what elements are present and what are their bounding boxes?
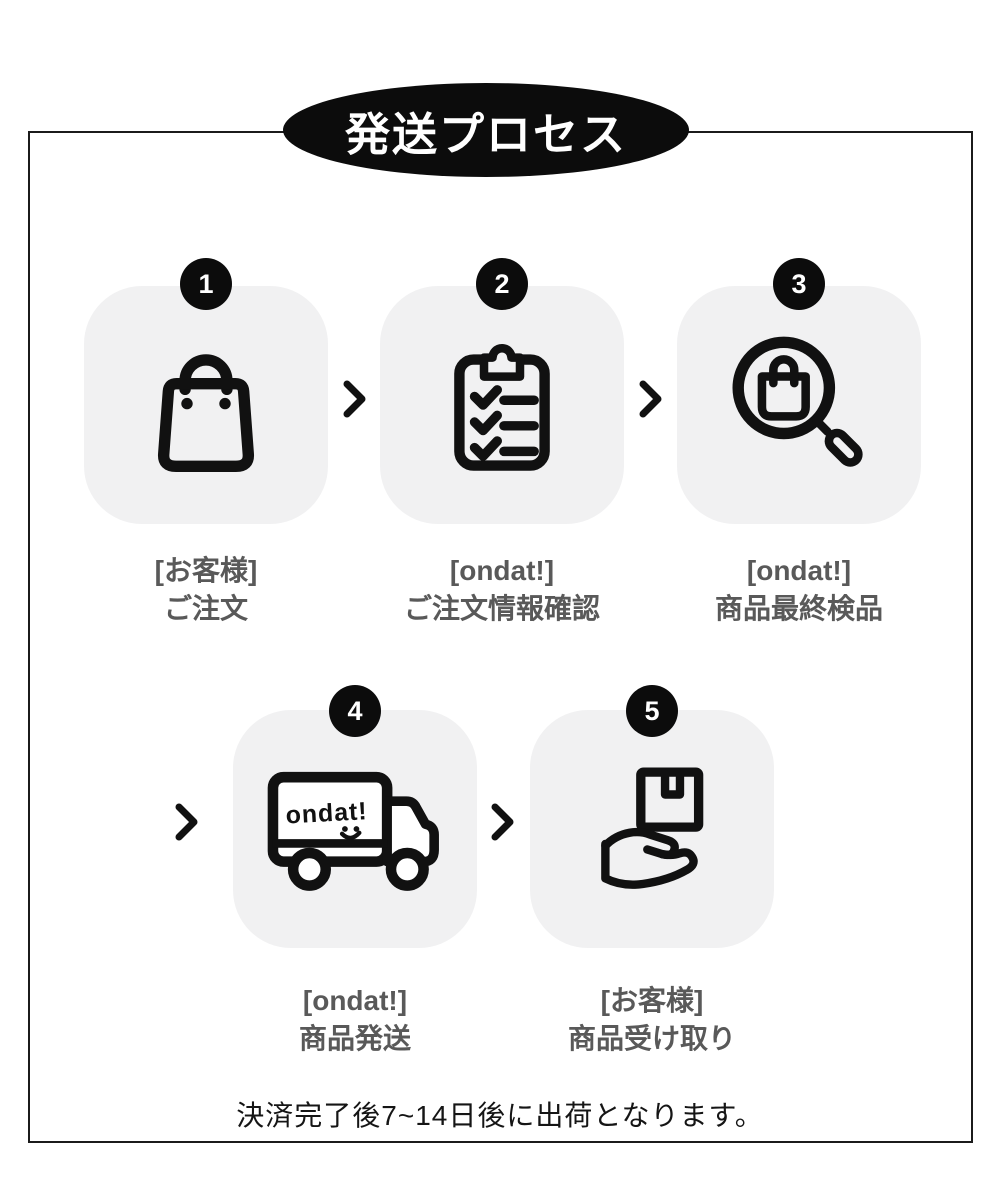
title-banner: 発送プロセス <box>283 83 689 177</box>
step-2-label: [ondat!] ご注文情報確認 <box>404 552 600 628</box>
step-5-label: [お客様] 商品受け取り <box>568 982 736 1058</box>
step-4-tile: ondat! <box>233 710 477 948</box>
step-2-action: ご注文情報確認 <box>403 593 601 624</box>
step-1-actor: [お客様] <box>154 555 258 586</box>
arrow-right-icon <box>639 380 662 418</box>
step-1-label: [お客様] ご注文 <box>155 552 258 628</box>
step-3-actor: [ondat!] <box>746 555 852 586</box>
magnifier-bag-icon <box>732 336 863 467</box>
step-4-action: 商品発送 <box>298 1023 412 1054</box>
page-title: 発送プロセス <box>344 108 627 160</box>
step-1-action: ご注文 <box>163 593 248 624</box>
clipboard-checklist-icon <box>454 343 550 471</box>
step-3-tile <box>677 286 921 524</box>
step-4-label: [ondat!] 商品発送 <box>299 982 411 1058</box>
truck-logo-text: ondat! <box>285 797 368 829</box>
step-1-tile <box>84 286 328 524</box>
step-5-action: 商品受け取り <box>567 1023 737 1054</box>
footer-note: 決済完了後7~14日後に出荷となります。 <box>236 1100 764 1131</box>
delivery-truck-icon: ondat! <box>267 771 439 891</box>
step-4-actor: [ondat!] <box>302 985 408 1016</box>
step-5-number-badge: 5 <box>626 685 678 737</box>
step-2-tile <box>380 286 624 524</box>
step-3-action: 商品最終検品 <box>714 593 884 624</box>
step-5-tile <box>530 710 774 948</box>
arrow-right-icon <box>343 380 366 418</box>
step-4-number-badge: 4 <box>329 685 381 737</box>
arrow-right-icon <box>175 803 198 841</box>
shopping-bag-icon <box>158 353 254 472</box>
step-1-number-badge: 1 <box>180 258 232 310</box>
step-3-label: [ondat!] 商品最終検品 <box>715 552 883 628</box>
arrow-right-icon <box>491 803 514 841</box>
step-2-number-badge: 2 <box>476 258 528 310</box>
step-3-number-badge: 3 <box>773 258 825 310</box>
step-5-actor: [お客様] <box>600 985 704 1016</box>
step-2-actor: [ondat!] <box>449 555 555 586</box>
hand-receiving-box-icon <box>601 767 704 889</box>
